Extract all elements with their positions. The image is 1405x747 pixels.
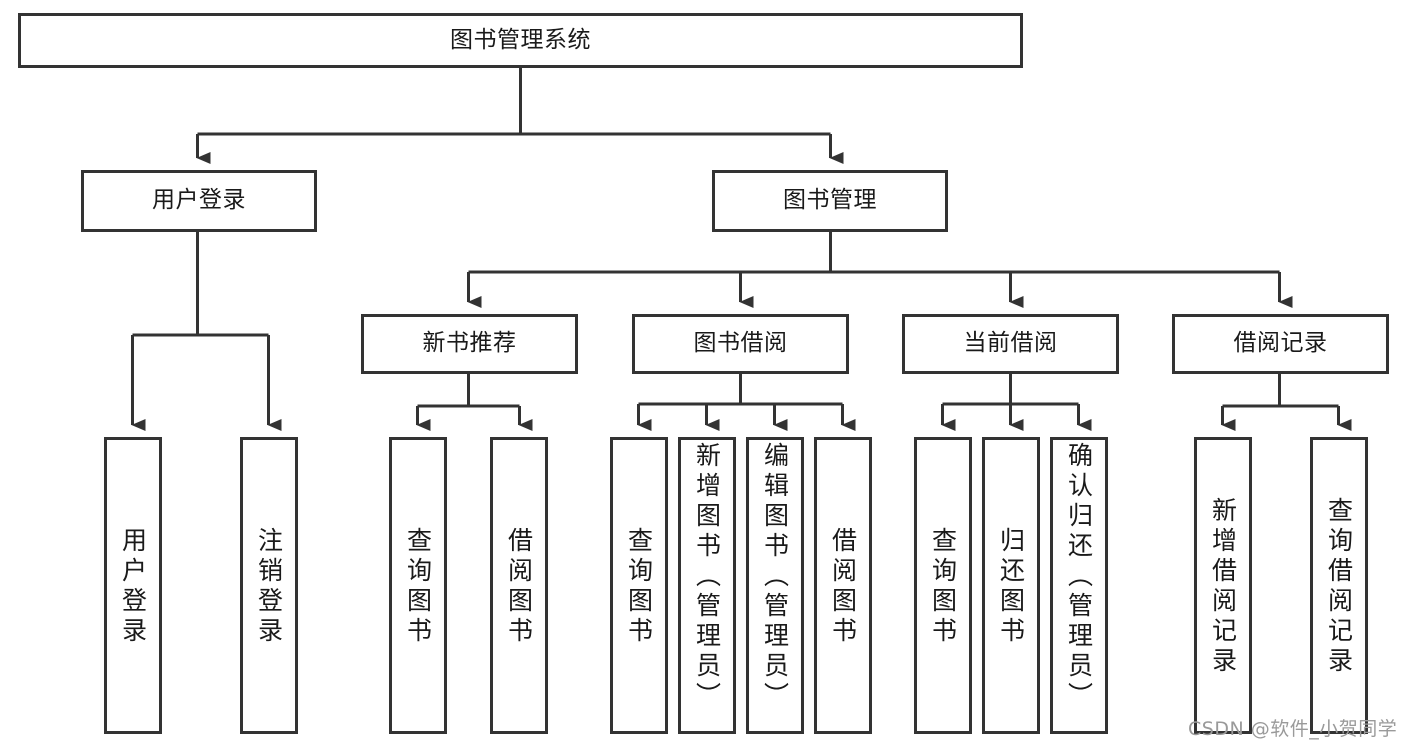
node-borrow-record[interactable]: 借阅记录 <box>1172 314 1389 374</box>
leaf-query-book-current-label: 查询图书 <box>928 526 958 647</box>
leaf-edit-book-admin[interactable]: 编辑图书（管理员） <box>746 437 804 734</box>
leaf-edit-book-admin-label: 编辑图书（管理员） <box>760 442 790 712</box>
leaf-return-book-label: 归还图书 <box>996 526 1026 647</box>
leaf-borrow-book-newbook[interactable]: 借阅图书 <box>490 437 548 734</box>
node-new-book-recommend[interactable]: 新书推荐 <box>361 314 578 374</box>
leaf-confirm-return-admin[interactable]: 确认归还（管理员） <box>1050 437 1108 734</box>
node-book-management-label: 图书管理 <box>783 187 877 214</box>
node-current-borrow[interactable]: 当前借阅 <box>902 314 1119 374</box>
node-user-login-label: 用户登录 <box>152 187 246 214</box>
node-user-login[interactable]: 用户登录 <box>81 170 317 232</box>
leaf-return-book[interactable]: 归还图书 <box>982 437 1040 734</box>
leaf-query-borrow-record[interactable]: 查询借阅记录 <box>1310 437 1368 734</box>
leaf-borrow-book-label: 借阅图书 <box>828 526 858 647</box>
leaf-add-borrow-record[interactable]: 新增借阅记录 <box>1194 437 1252 734</box>
leaf-logout[interactable]: 注销登录 <box>240 437 298 734</box>
node-book-management[interactable]: 图书管理 <box>712 170 948 232</box>
node-borrow-record-label: 借阅记录 <box>1233 330 1328 357</box>
leaf-query-book-borrow[interactable]: 查询图书 <box>610 437 668 734</box>
leaf-user-login-label: 用户登录 <box>118 526 148 647</box>
leaf-user-login[interactable]: 用户登录 <box>104 437 162 734</box>
leaf-add-book-admin[interactable]: 新增图书（管理员） <box>678 437 736 734</box>
node-root-label: 图书管理系统 <box>450 26 591 53</box>
node-book-borrow-label: 图书借阅 <box>693 330 788 357</box>
leaf-add-book-admin-label: 新增图书（管理员） <box>692 442 722 712</box>
leaf-confirm-return-admin-label: 确认归还（管理员） <box>1064 442 1094 712</box>
leaf-borrow-book-newbook-label: 借阅图书 <box>504 526 534 647</box>
leaf-logout-label: 注销登录 <box>254 526 284 647</box>
node-root[interactable]: 图书管理系统 <box>18 13 1023 68</box>
leaf-add-borrow-record-label: 新增借阅记录 <box>1208 496 1238 677</box>
node-new-book-recommend-label: 新书推荐 <box>422 330 517 357</box>
leaf-query-book-newbook-label: 查询图书 <box>403 526 433 647</box>
leaf-query-borrow-record-label: 查询借阅记录 <box>1324 496 1354 677</box>
leaf-query-book-newbook[interactable]: 查询图书 <box>389 437 447 734</box>
node-book-borrow[interactable]: 图书借阅 <box>632 314 849 374</box>
leaf-query-book-borrow-label: 查询图书 <box>624 526 654 647</box>
csdn-watermark: CSDN @软件_小贺同学 <box>1188 718 1398 740</box>
leaf-query-book-current[interactable]: 查询图书 <box>914 437 972 734</box>
leaf-borrow-book[interactable]: 借阅图书 <box>814 437 872 734</box>
node-current-borrow-label: 当前借阅 <box>963 330 1058 357</box>
